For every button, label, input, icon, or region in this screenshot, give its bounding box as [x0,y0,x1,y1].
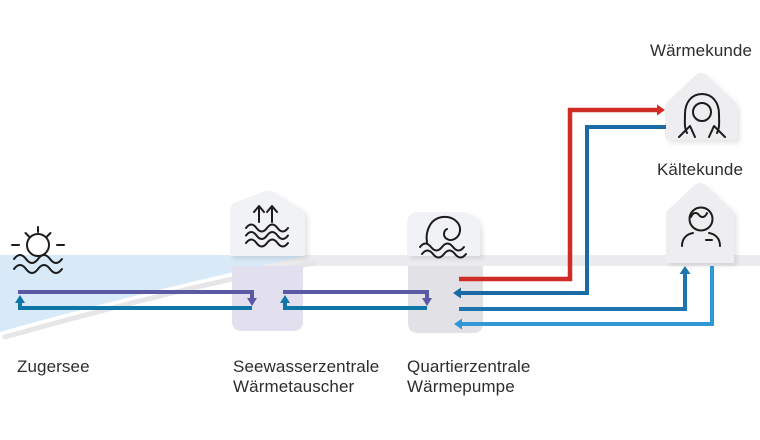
kaeltekunde-house [666,183,734,263]
seewasserzentrale-label-line1: Seewasserzentrale [233,357,380,376]
arrow-up-icon [280,295,290,303]
lake-label: Zugersee [17,357,90,376]
seewasserzentrale-label-line2: Wärmetauscher [233,377,355,396]
seewasserzentrale-label: Seewasserzentrale Wärmetauscher [233,357,379,397]
arrow-right-icon [657,104,665,116]
exchange-loop-return-pipe [280,295,427,310]
woman-icon [678,93,726,138]
icon-layer [11,93,726,274]
up-arrows-over-waves-icon [245,205,289,248]
lake-loop-return-pipe [15,295,252,310]
quartierzentrale-label-line1: Quartierzentrale [407,357,531,376]
pipe-network [15,104,714,330]
cooling-supply-pipe [459,266,691,311]
arrow-left-icon [454,318,462,330]
sun-over-water-icon [11,226,65,274]
seewasserzentrale-house-shape [230,190,305,256]
arrow-up-icon [15,295,25,303]
arrow-down-icon [247,298,257,306]
kaeltekunde-house-shape [666,183,734,263]
lake-loop-supply-pipe [18,290,257,306]
arrow-down-icon [422,298,432,306]
lake-water [0,255,310,332]
exchange-loop-supply-pipe [283,290,432,306]
ground-band [0,255,760,266]
waermekunde-label: Wärmekunde [649,41,753,60]
heating-supply-pipe [459,104,665,282]
waermekunde-house [665,73,737,140]
arrow-left-icon [453,287,461,299]
cooling-return-pipe [454,266,714,330]
heating-return-pipe [453,125,666,299]
quartierzentrale-label-line2: Wärmepumpe [407,377,515,396]
seewasserzentrale-underground [232,266,303,331]
quartierzentrale-label: Quartierzentrale Wärmepumpe [407,357,531,397]
arrow-up-icon [679,266,691,274]
breaking-wave-icon [419,215,467,259]
waermekunde-house-shape [665,73,737,140]
kaeltekunde-label: Kältekunde [656,160,744,179]
man-icon [681,206,721,247]
quartierzentrale-underground [408,266,483,333]
